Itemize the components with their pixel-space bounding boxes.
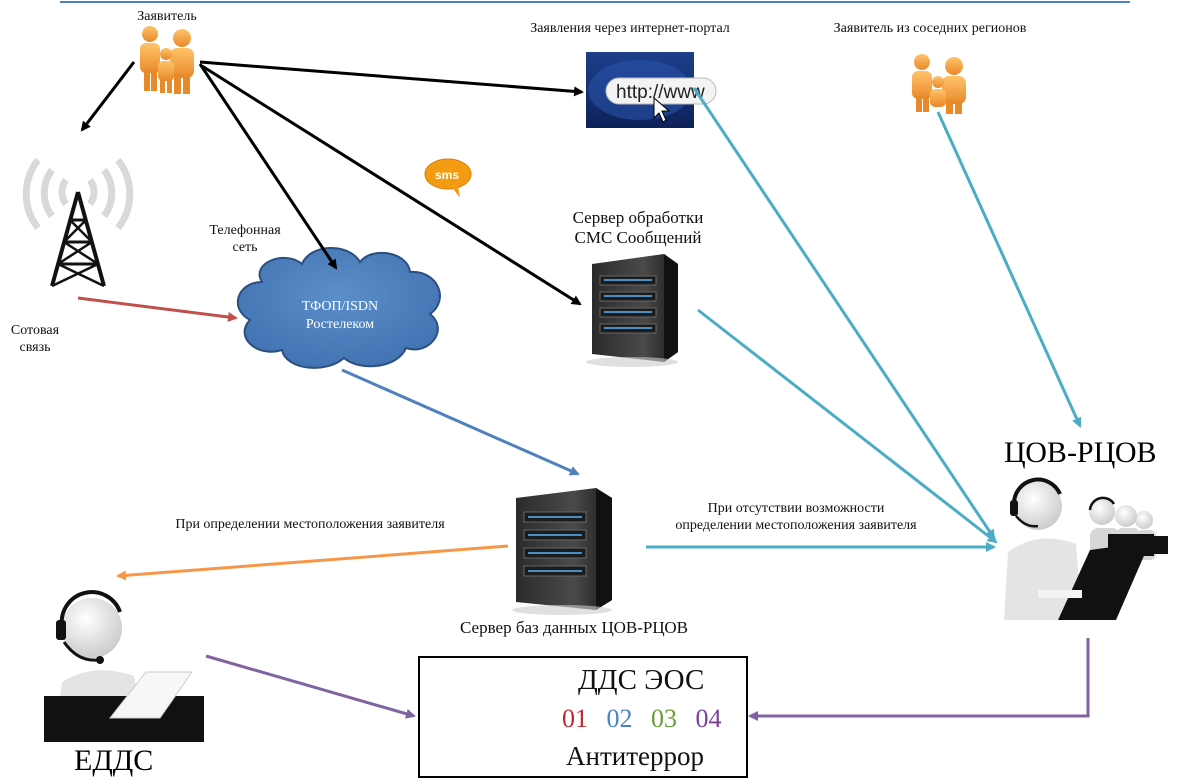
location-missing-label: При отсутствии возможности определении м… xyxy=(636,500,956,534)
web-portal-icon: http://www xyxy=(586,52,717,128)
arrow-applicant-cloud xyxy=(198,63,338,270)
arrow-neighbor-tsov xyxy=(936,111,1082,428)
dds-title: ДДС ЭОС xyxy=(578,664,705,696)
dds-code-04: 04 xyxy=(695,704,722,733)
cloud-label: ТФОП/ISDN Ростелеком xyxy=(280,298,400,334)
arrow-tsov-dds xyxy=(748,638,1090,721)
location-missing-line-1: При отсутствии возможности xyxy=(707,501,885,516)
cellular-line-2: связь xyxy=(19,340,51,355)
cloud-line-1: ТФОП/ISDN xyxy=(301,299,379,314)
arrow-portal-tsov xyxy=(692,87,996,540)
dds-antiterror: Антитеррор xyxy=(566,741,704,771)
db-server-label: Сервер баз данных ЦОВ-РЦОВ xyxy=(460,618,688,637)
dds-code-03: 03 xyxy=(651,704,677,733)
pstn-cloud-shape xyxy=(237,247,441,369)
cellular-line-1: Сотовая xyxy=(10,323,60,338)
cellular-label: Сотовая связь xyxy=(0,322,70,356)
phone-network-line-1: Телефонная xyxy=(209,223,281,238)
arrow-applicant-sms-server xyxy=(201,64,582,306)
phone-network-label: Телефонная сеть xyxy=(190,222,300,256)
arrow-edds-dds xyxy=(205,654,416,719)
location-found-label: При определении местоположения заявителя xyxy=(175,517,445,532)
sms-text: sms xyxy=(435,168,459,182)
url-text: http://www xyxy=(616,82,705,103)
tsov-title: ЦОВ-РЦОВ xyxy=(1004,436,1157,469)
edds-operator-icon xyxy=(44,590,204,742)
arrow-tower-cloud xyxy=(77,296,238,322)
applicant-label: Заявитель xyxy=(137,9,197,24)
dds-code-01: 01 xyxy=(562,704,588,733)
sms-bubble-icon: sms xyxy=(424,158,472,198)
applicant-people-icon xyxy=(140,26,194,94)
cloud-line-2: Ростелеком xyxy=(305,317,375,332)
cell-tower-icon xyxy=(22,157,134,288)
phone-network-line-2: сеть xyxy=(232,240,258,255)
tsov-operators-icon xyxy=(1004,477,1168,620)
neighbor-applicant-label: Заявитель из соседних регионов xyxy=(833,21,1027,36)
portal-label: Заявления через интернет-портал xyxy=(530,21,730,36)
arrow-cloud-dbserver xyxy=(341,368,580,476)
arrow-applicant-tower xyxy=(80,61,136,132)
arrows-group xyxy=(77,60,1090,721)
edds-title: ЕДДС xyxy=(74,744,154,777)
arrow-db-edds xyxy=(116,544,509,581)
sms-server-icon xyxy=(586,254,678,367)
location-missing-line-2: определении местоположения заявителя xyxy=(675,518,917,533)
arrow-applicant-portal xyxy=(199,60,584,97)
neighbor-applicant-icon xyxy=(912,54,966,114)
dds-code-02: 02 xyxy=(606,704,633,733)
dds-eos-box: ДДС ЭОС 01 02 03 04 Антитеррор xyxy=(418,656,748,778)
sms-server-line-1: Сервер обработки xyxy=(572,208,704,227)
db-server-icon xyxy=(512,488,612,615)
arrow-sms-tsov xyxy=(697,308,998,544)
sms-server-label: Сервер обработки СМС Сообщений xyxy=(540,208,736,248)
sms-server-line-2: СМС Сообщений xyxy=(574,228,702,247)
dds-codes: 01 02 03 04 xyxy=(562,704,734,734)
